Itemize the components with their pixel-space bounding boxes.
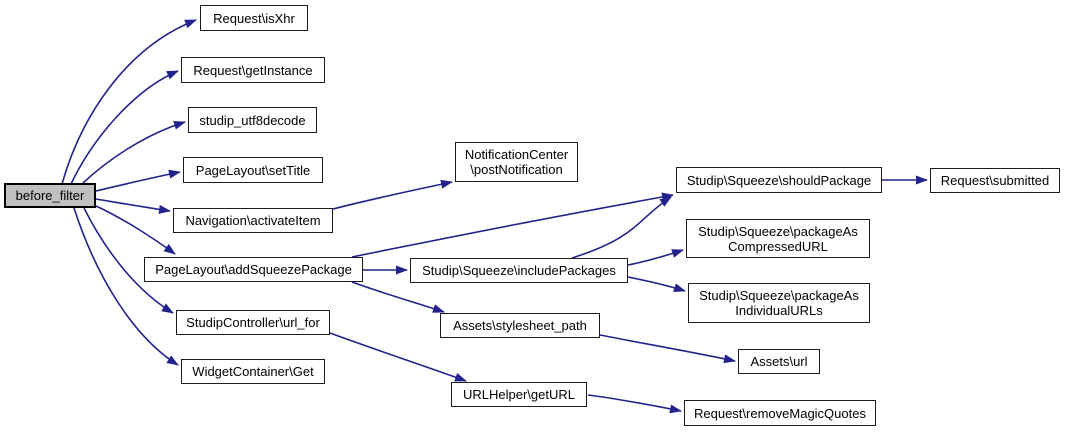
edge-navigation-activateitem-to-notificationcenter-postnotification [332,179,453,210]
edge-before-filter-to-studip-utf8decode [81,120,186,185]
graph-node-label: Assets\stylesheet_path [453,318,587,333]
edge-before-filter-to-request-isxhr [61,19,197,185]
edge-before-filter-to-studipcontroller-url-for [83,207,174,314]
graph-node-label: PageLayout\addSqueezePackage [155,262,352,277]
edge-pagelayout-addsqueezepackage-to-studip-squeeze-shouldpackage [351,192,674,258]
edge-assets-stylesheet-path-to-assets-url [599,334,736,364]
edge-before-filter-to-widgetcontainer-get [73,207,179,366]
graph-node-assets-stylesheet-path[interactable]: Assets\stylesheet_path [440,313,600,338]
edge-pagelayout-addsqueezepackage-to-assets-stylesheet-path [351,281,445,313]
graph-node-before-filter: before_filter [4,183,96,208]
graph-node-notificationcenter-postnotification[interactable]: NotificationCenter\postNotification [455,142,578,182]
graph-node-label: studip_utf8decode [199,112,306,128]
graph-node-widgetcontainer-get[interactable]: WidgetContainer\Get [181,359,325,384]
graph-node-studip-squeeze-includepackages[interactable]: Studip\Squeeze\includePackages [410,258,628,283]
edge-studip-squeeze-includepackages-to-studip-squeeze-packageascompressedurl [627,249,684,266]
graph-node-label: before_filter [15,188,85,203]
graph-node-label: PageLayout\setTitle [195,162,311,178]
graph-node-label: Studip\Squeeze\includePackages [422,263,616,278]
edge-studip-squeeze-includepackages-to-studip-squeeze-packageasindividualurls [627,276,686,292]
graph-node-urlhelper-geturl[interactable]: URLHelper\getURL [451,382,587,407]
graph-node-request-isxhr[interactable]: Request\isXhr [200,5,308,31]
graph-node-label: Request\getInstance [193,62,313,78]
edge-urlhelper-geturl-to-request-removemagicquotes [587,394,682,414]
graph-node-label: \postNotification [470,162,563,177]
graph-node-label: WidgetContainer\Get [192,364,314,379]
graph-node-request-submitted[interactable]: Request\submitted [930,168,1060,193]
graph-node-label: Studip\Squeeze\shouldPackage [686,172,872,188]
graph-node-label: Studip\Squeeze\packageAs [698,223,858,239]
graph-node-studip-squeeze-shouldpackage[interactable]: Studip\Squeeze\shouldPackage [676,167,882,193]
graph-node-label: Request\submitted [940,173,1050,188]
graph-node-label: Studip\Squeeze\packageAs [699,288,859,303]
graph-node-label: URLHelper\getURL [463,387,575,402]
graph-node-label: NotificationCenter [464,147,569,162]
graph-node-label: Request\isXhr [213,10,295,26]
graph-node-assets-url[interactable]: Assets\url [738,349,820,374]
graph-node-label: Navigation\activateItem [185,213,321,228]
graph-node-label: Request\removeMagicQuotes [694,405,866,421]
graph-node-request-removemagicquotes[interactable]: Request\removeMagicQuotes [684,400,876,426]
graph-node-pagelayout-addsqueezepackage[interactable]: PageLayout\addSqueezePackage [144,257,363,282]
graph-node-studip-utf8decode[interactable]: studip_utf8decode [188,107,317,133]
edge-studipcontroller-url-for-to-urlhelper-geturl [329,332,467,382]
graph-node-navigation-activateitem[interactable]: Navigation\activateItem [173,208,333,233]
graph-node-label: Assets\url [750,354,808,369]
graph-node-label: StudipController\url_for [186,315,320,330]
edge-before-filter-to-pagelayout-settitle [95,169,181,192]
graph-node-label: CompressedURL [728,238,828,254]
edge-before-filter-to-navigation-activateitem [95,198,171,214]
edge-before-filter-to-pagelayout-addsqueezepackage [95,205,176,255]
edge-before-filter-to-request-getinstance [70,70,179,185]
graph-node-studipcontroller-url-for[interactable]: StudipController\url_for [176,310,330,335]
graph-node-request-getinstance[interactable]: Request\getInstance [181,57,325,83]
graph-node-label: IndividualURLs [735,303,823,318]
graph-node-pagelayout-settitle[interactable]: PageLayout\setTitle [183,157,323,183]
edge-studip-squeeze-includepackages-to-studip-squeeze-shouldpackage [571,196,672,259]
